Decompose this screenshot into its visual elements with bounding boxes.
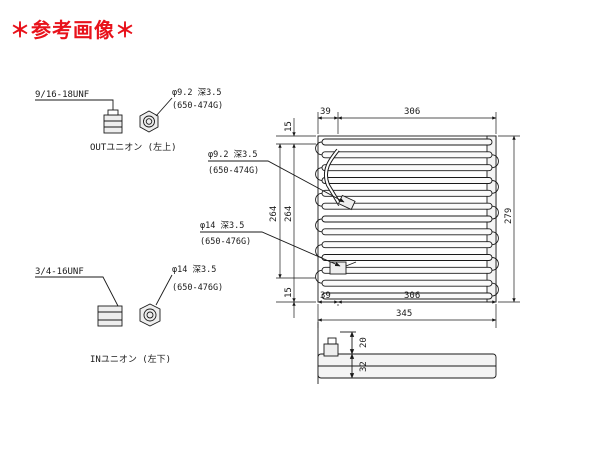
tube-bend [491,180,499,194]
dimension-lines [276,112,520,328]
out-union-drawing: 9/16-18UNF OUTユニオン (左上) φ9.2 深3.5 (650-4… [35,88,223,153]
core-tube [321,189,493,197]
dim-total-width: 345 [396,309,412,319]
tube-bend [315,141,323,156]
tube-bend [491,282,499,297]
core-tube [321,266,493,274]
out-union-label: OUTユニオン (左上) [90,141,177,153]
upper-pipe-code: (650-474G) [208,166,259,176]
dim-height-total: 279 [504,208,514,224]
dim-side-upper: 20 [359,337,369,348]
in-pipe-code: (650-476G) [172,283,223,293]
in-thread-label: 3/4-16UNF [35,267,84,277]
dim-side-lower: 32 [359,361,369,372]
evaporator-core [315,135,499,303]
tube-bend [491,154,499,169]
lower-pipe-size: φ14 深3.5 [200,221,244,231]
in-pipe-size: φ14 深3.5 [172,265,216,275]
in-union-drawing: 3/4-16UNF INユニオン (左下) φ14 深3.5 (650-476G… [35,265,223,365]
tube-bend [315,269,323,284]
side-view [317,322,497,384]
dim-top-margin: 15 [284,121,294,132]
dim-bottom-width: 306 [404,291,420,301]
in-union-label: INユニオン (左下) [90,353,171,365]
dim-bottom-margin: 15 [284,287,294,298]
core-tube [321,241,493,249]
tube-bend [491,205,499,220]
out-thread-label: 9/16-18UNF [35,90,89,100]
core-tube [321,138,493,146]
tube-bend [315,218,323,233]
pipe-leaders: φ9.2 深3.5 (650-474G) φ14 深3.5 (650-476G) [200,150,345,267]
dim-height-outer: 264 [269,206,279,222]
upper-pipe-size: φ9.2 深3.5 [208,150,257,160]
tube-bend [315,167,323,181]
core-tube [321,279,493,287]
tube-bend [491,231,499,246]
core-tubes [315,138,499,300]
tube-bend [315,192,323,207]
core-tube [321,151,493,159]
core-tube [321,215,493,223]
dim-height-inner: 264 [284,206,294,222]
dim-bottom-left: 39 [320,291,331,301]
dimension-texts: 39 306 15 264 264 279 39 306 15 345 [269,107,514,319]
reference-image-heading: ＊参考画像＊ [10,18,136,42]
core-tube [321,228,493,236]
core-tube [321,164,493,172]
dim-top-width: 306 [404,107,420,117]
lower-pipe-code: (650-476G) [200,237,251,247]
out-pipe-size: φ9.2 深3.5 [172,88,221,98]
out-pipe-code: (650-474G) [172,101,223,111]
core-tube [321,177,493,184]
tube-bend [491,257,499,271]
dim-top-left: 39 [320,107,331,117]
core-tube [321,254,493,261]
